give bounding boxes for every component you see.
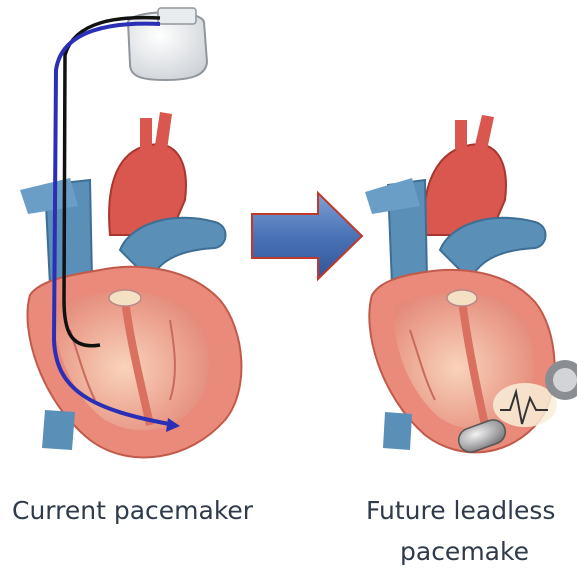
right-arrow-icon <box>252 193 362 279</box>
caption-pacemake: pacemake <box>400 537 529 566</box>
caption-current-pacemaker: Current pacemaker <box>12 496 253 525</box>
right-heart-illustration <box>365 115 557 452</box>
caption-future-leadless: Future leadless <box>366 496 555 525</box>
